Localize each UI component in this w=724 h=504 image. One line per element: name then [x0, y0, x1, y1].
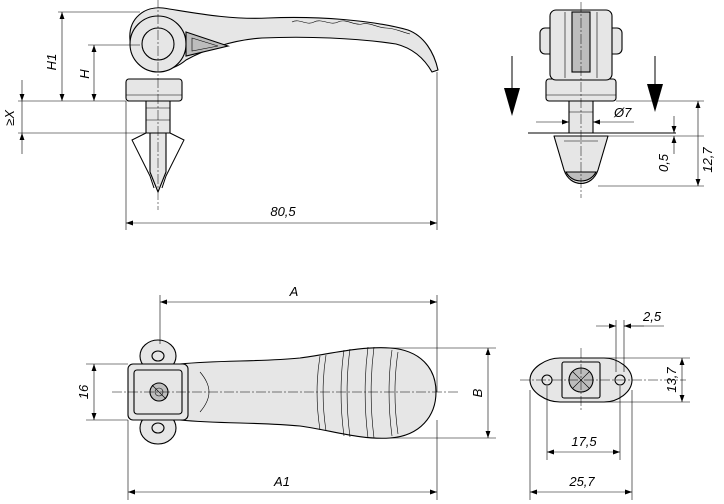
side-base-plate: [125, 78, 183, 102]
dim-0-5-label: 0,5: [656, 153, 671, 172]
side-view: [125, 0, 439, 210]
dim-h1-label: H1: [44, 54, 59, 71]
front-force-arrow-right: [647, 84, 663, 112]
dim-a1-label: A1: [273, 474, 290, 489]
dim-16-label: 16: [76, 384, 91, 399]
base-plate-dimensions: [529, 320, 690, 500]
dim-diameter-label: Ø7: [613, 105, 632, 120]
front-dimensions: [536, 100, 704, 187]
front-view: [504, 2, 676, 198]
dim-13-7-label: 13,7: [664, 367, 679, 393]
dim-a-label: A: [289, 284, 299, 299]
side-spring-clip: [131, 132, 185, 189]
dim-25-7-label: 25,7: [568, 474, 595, 489]
dim-b-label: B: [470, 388, 485, 397]
dim-x-label: ≥X: [2, 109, 17, 126]
side-dimensions: [18, 11, 438, 230]
top-dimensions: [86, 295, 496, 500]
dim-2-5-label: 2,5: [642, 309, 662, 324]
dim-80-5-label: 80,5: [270, 204, 296, 219]
base-plate-view: [520, 348, 686, 412]
dim-12-7-label: 12,7: [700, 147, 715, 173]
top-view: [112, 339, 460, 445]
top-lever-handle: [179, 347, 437, 439]
dim-17-5-label: 17,5: [571, 434, 597, 449]
front-force-arrow-left: [504, 88, 520, 116]
dim-h-label: H: [77, 69, 92, 79]
